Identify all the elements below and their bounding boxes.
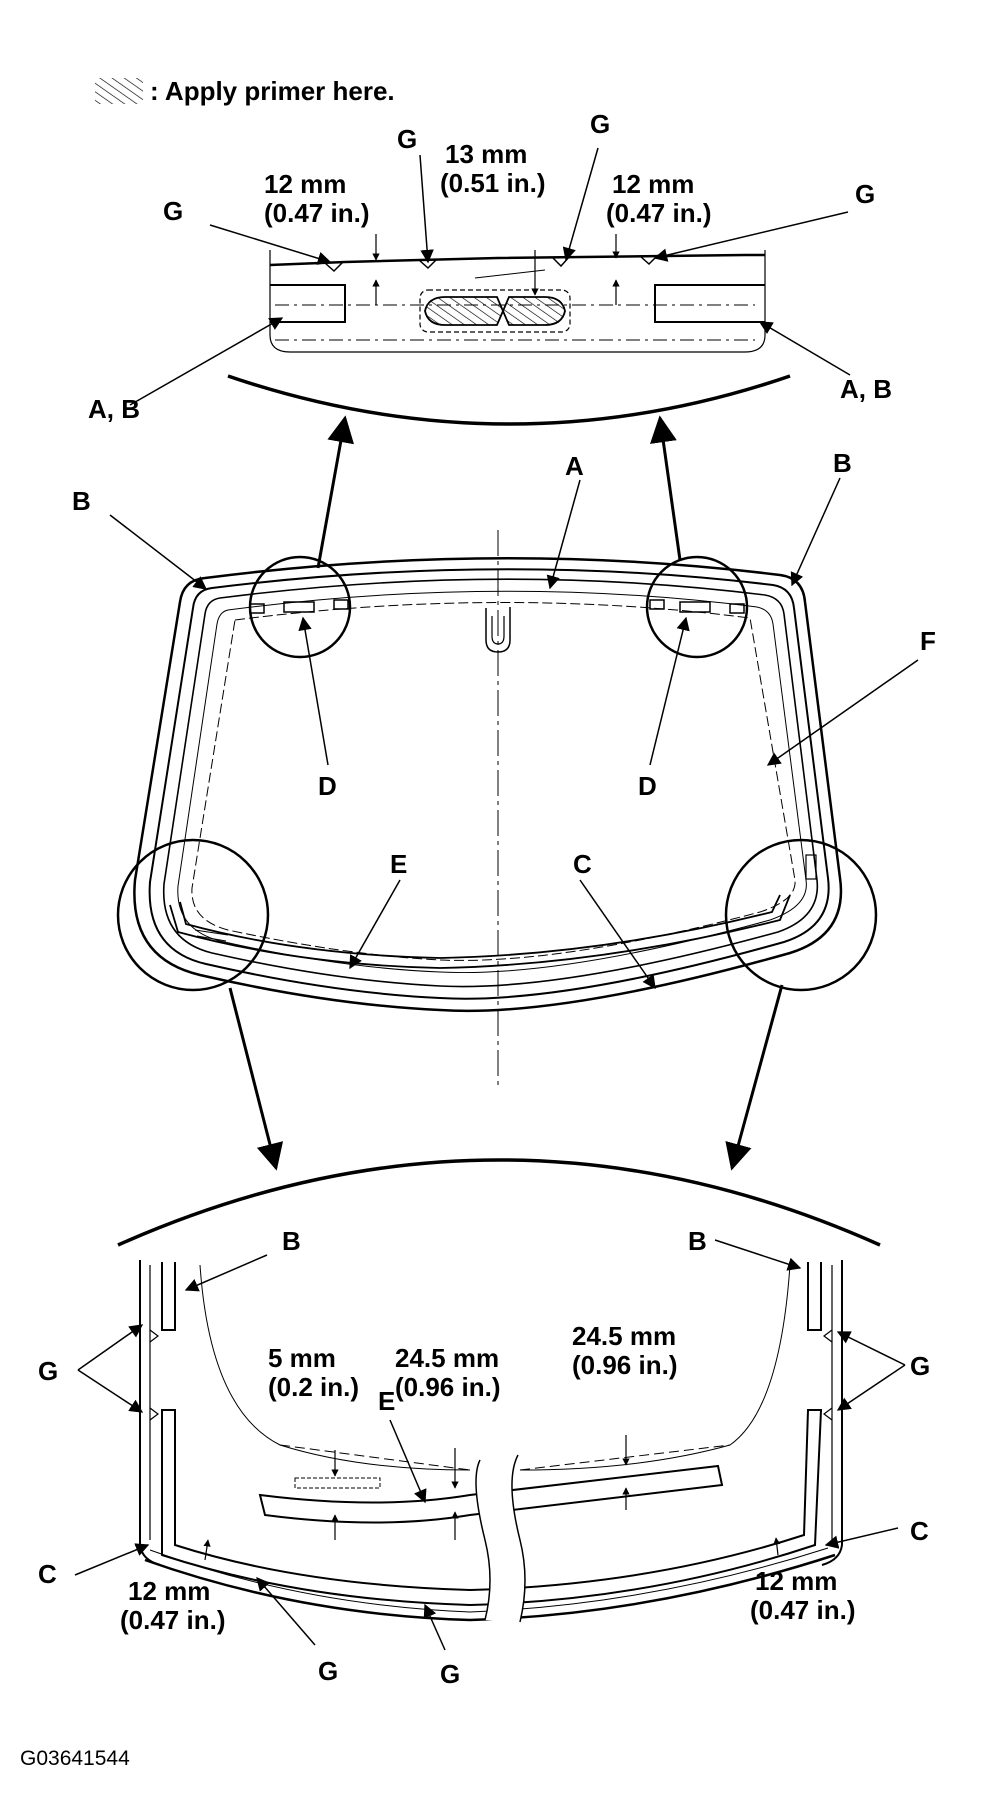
bottom-label-g-2: G xyxy=(440,1659,460,1689)
label-b-right: B xyxy=(833,448,852,478)
label-d-left: D xyxy=(318,771,337,801)
zoom-arrow-top-left xyxy=(316,415,354,569)
label-c: C xyxy=(573,849,592,879)
g-label-2: G xyxy=(397,124,417,154)
figure-code: G03641544 xyxy=(20,1747,130,1770)
dim-center-in: (0.51 in.) xyxy=(440,168,545,198)
bottom-label-g-left: G xyxy=(38,1356,58,1386)
dim-left-in: (0.47 in.) xyxy=(264,198,369,228)
bottom-label-g-1: G xyxy=(318,1656,338,1686)
label-b-left: B xyxy=(72,486,91,516)
legend-text: : Apply primer here. xyxy=(150,76,395,106)
ab-left-label: A, B xyxy=(88,394,140,424)
dim-12-left-in: (0.47 in.) xyxy=(120,1605,225,1635)
g-label-4: G xyxy=(855,179,875,209)
dim-5-mm: 5 mm xyxy=(268,1343,336,1373)
label-a: A xyxy=(565,451,584,481)
bottom-label-g-right: G xyxy=(910,1351,930,1381)
label-f: F xyxy=(920,626,936,656)
windshield-main: A B B F D D E C xyxy=(72,448,936,1090)
zoom-arrow-bottom-left xyxy=(228,987,284,1171)
dim-245-right-mm: 24.5 mm xyxy=(572,1321,676,1351)
bottom-label-e: E xyxy=(378,1386,395,1416)
legend: : Apply primer here. xyxy=(95,76,395,106)
bottom-label-b-right: B xyxy=(688,1226,707,1256)
dim-12-left-mm: 12 mm xyxy=(128,1576,210,1606)
hatch-icon xyxy=(95,78,143,104)
zoom-arrow-top-right xyxy=(650,415,682,561)
bottom-label-c-left: C xyxy=(38,1559,57,1589)
label-e: E xyxy=(390,849,407,879)
g-label-1: G xyxy=(163,196,183,226)
dim-right-mm: 12 mm xyxy=(612,169,694,199)
ab-right-label: A, B xyxy=(840,374,892,404)
dim-left-mm: 12 mm xyxy=(264,169,346,199)
label-d-right: D xyxy=(638,771,657,801)
top-detail: G G G G 12 mm (0.47 in.) 13 mm (0.51 in.… xyxy=(88,109,892,426)
dim-5-in: (0.2 in.) xyxy=(268,1372,359,1402)
dim-245-left-mm: 24.5 mm xyxy=(395,1343,499,1373)
dim-right-in: (0.47 in.) xyxy=(606,198,711,228)
bottom-detail: B B E G G 5 mm (0.2 in.) 24.5 mm (0.96 i… xyxy=(38,1158,930,1689)
dim-12-right-in: (0.47 in.) xyxy=(750,1595,855,1625)
dim-245-right-in: (0.96 in.) xyxy=(572,1350,677,1380)
bottom-label-b-left: B xyxy=(282,1226,301,1256)
bottom-label-c-right: C xyxy=(910,1516,929,1546)
dim-12-right-mm: 12 mm xyxy=(755,1566,837,1596)
dim-245-left-in: (0.96 in.) xyxy=(395,1372,500,1402)
g-label-3: G xyxy=(590,109,610,139)
dim-center-mm: 13 mm xyxy=(445,139,527,169)
zoom-arrow-bottom-right xyxy=(725,984,784,1171)
